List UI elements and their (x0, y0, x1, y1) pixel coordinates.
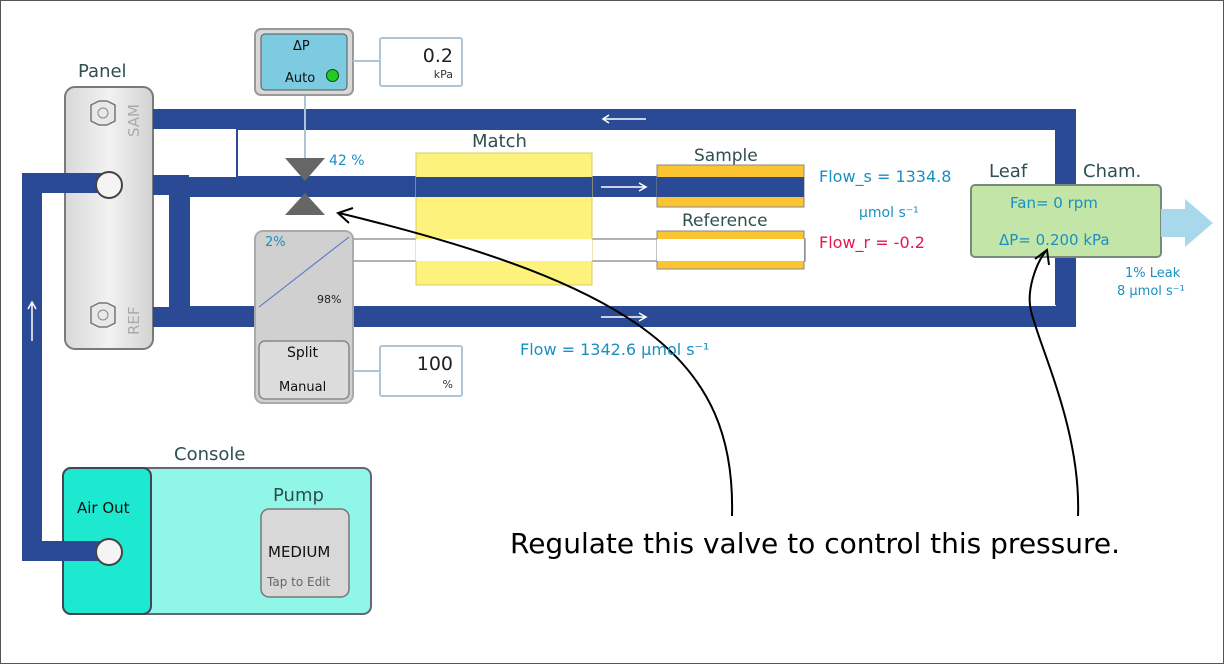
dp-value-field[interactable]: 0.2 kPa (379, 37, 463, 87)
split-value: 100 (416, 353, 453, 375)
match-sample-band (416, 177, 592, 197)
split-diagonal (258, 236, 350, 308)
leak-percent: 1% Leak (1125, 266, 1181, 281)
console-title: Console (174, 444, 246, 465)
dp-status-indicator (326, 69, 339, 82)
chamber-title: Cham. (1083, 161, 1142, 182)
dp-button-mode: Auto (285, 71, 316, 86)
split-button-mode: Manual (279, 380, 327, 395)
match-title: Match (472, 131, 527, 152)
leaf-fan-speed: Fan= 0 rpm (1010, 194, 1098, 212)
pump-title: Pump (273, 485, 324, 506)
leaf-title: Leaf (989, 161, 1028, 182)
split-top-percent: 2% (265, 235, 286, 250)
leaf-pressure: ΔP= 0.200 kPa (999, 231, 1110, 249)
pump-button[interactable] (260, 508, 350, 598)
air-out-label: Air Out (77, 499, 130, 517)
annotation-text: Regulate this valve to control this pres… (510, 527, 1120, 560)
pump-value: MEDIUM (268, 543, 331, 561)
arrow-ref-right (601, 312, 648, 322)
valve-icon[interactable] (285, 93, 325, 215)
pipe-ref-line (153, 244, 1076, 327)
callout-arrow-valve-head (336, 207, 354, 224)
reference-cell-core (657, 239, 804, 261)
sam-inner-channel (237, 129, 1055, 177)
panel-title: Panel (78, 61, 127, 82)
split-button-face[interactable] (258, 340, 350, 400)
dp-button-face[interactable] (260, 33, 348, 91)
split-value-field[interactable]: 100 % (379, 345, 463, 397)
arrow-left-up (27, 300, 37, 341)
match-block (415, 152, 593, 286)
leak-flow: 8 μmol s⁻¹ (1117, 284, 1185, 299)
sample-cell-core (657, 177, 804, 197)
split-button-title: Split (287, 345, 319, 361)
dp-button-title: ΔP (293, 39, 310, 54)
panel-body (64, 86, 154, 350)
sam-label: SAM (125, 103, 143, 137)
sam-fitting-icon (90, 100, 116, 126)
main-flow-label: Flow = 1342.6 μmol s⁻¹ (520, 340, 710, 359)
ref-fitting-icon (90, 302, 116, 328)
sample-flow-unit: μmol s⁻¹ (859, 205, 919, 221)
arrow-sam-top (601, 114, 646, 124)
air-out-port-icon (95, 538, 123, 566)
pump-hint: Tap to Edit (267, 575, 331, 589)
reference-flow-label: Flow_r = -0.2 (819, 233, 925, 252)
valve-percent: 42 % (329, 153, 365, 169)
ref-label: REF (125, 306, 143, 335)
callout-arrow-valve (338, 212, 734, 517)
callout-arrows (336, 207, 1080, 517)
sample-title: Sample (694, 146, 758, 166)
dp-unit: kPa (433, 68, 453, 81)
callout-arrow-pressure-head (1034, 248, 1050, 266)
callout-arrow-pressure (1028, 250, 1080, 517)
dp-value: 0.2 (422, 45, 453, 67)
leak-arrow-icon (1161, 199, 1213, 247)
split-unit: % (442, 378, 453, 391)
reference-title: Reference (682, 211, 768, 231)
sample-flow-label: Flow_s = 1334.8 (819, 167, 952, 186)
panel-port-icon (95, 171, 123, 199)
ref-inner-outline (188, 197, 1056, 308)
split-bottom-percent: 98% (317, 293, 342, 306)
match-ref-band (416, 239, 592, 261)
arrow-sample-right (601, 182, 648, 192)
